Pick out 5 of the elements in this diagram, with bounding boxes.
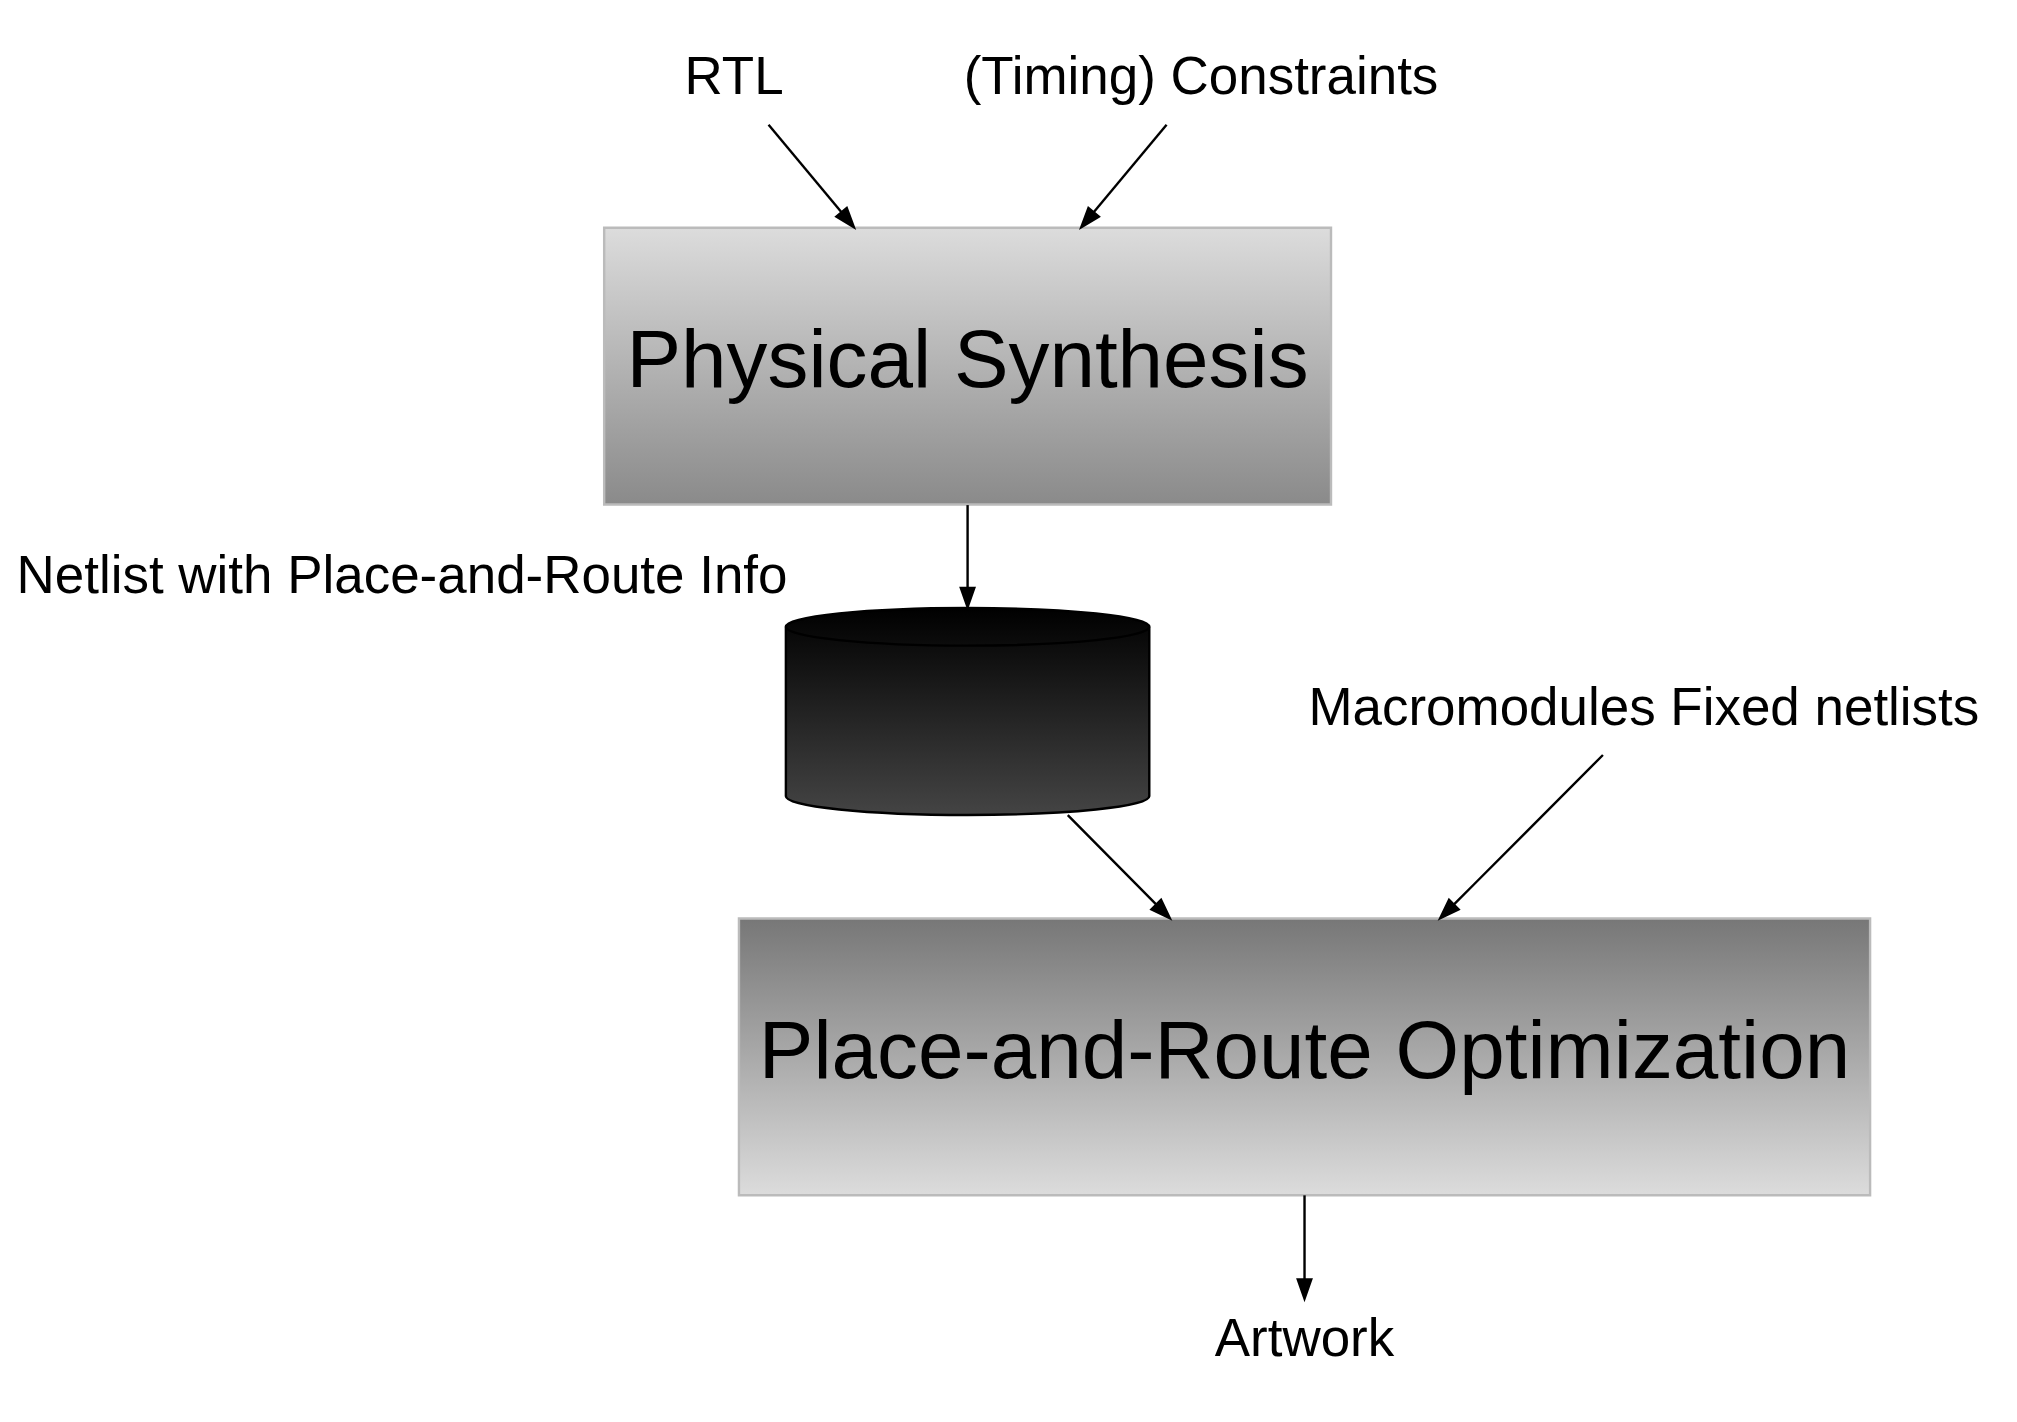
node-label: Netlist with Place-and-Route Info: [16, 544, 788, 604]
node-text: RTL: [684, 45, 784, 105]
node-text: (Timing) Constraints: [963, 45, 1439, 105]
node-text: Artwork: [1214, 1307, 1395, 1367]
node-text: Macromodules Fixed netlists: [1308, 676, 1980, 736]
